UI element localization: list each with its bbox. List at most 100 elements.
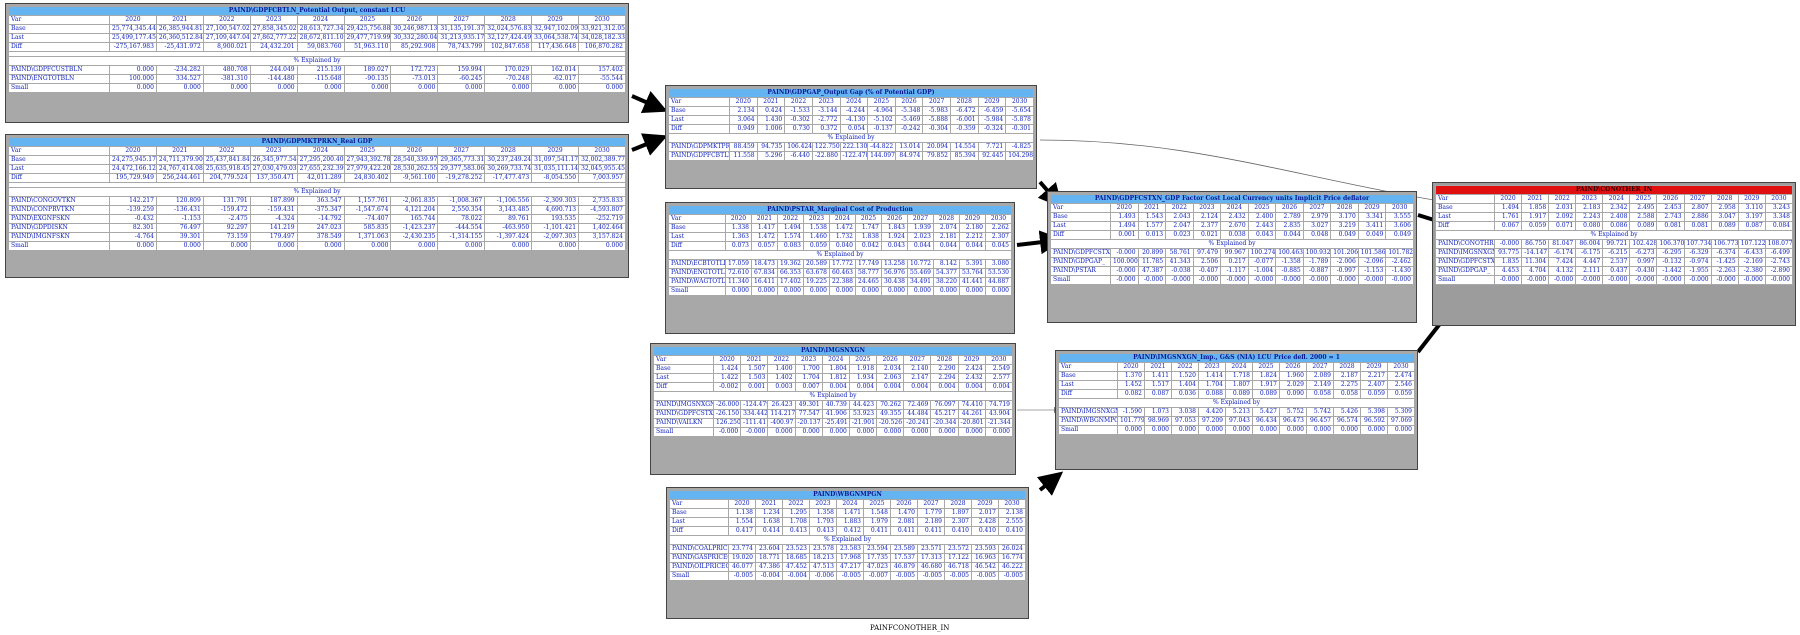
cell-value: 1.517 [1145,381,1171,389]
cell-value: 0.040 [830,242,855,250]
cell-value: 25,635,918.455 [203,165,250,173]
cell-value: 85.394 [951,152,978,160]
cell-value: 195,729.949 [110,174,156,182]
cell-value: -73.013 [391,75,438,83]
cell-value: 1.812 [822,374,849,382]
cell-value: 98.969 [1145,417,1171,425]
year-header: 2021 [757,98,785,106]
table-imgsnxgn-price-deflator: PAIND\IMGSNXGN_Imp., G&S (NIA) LCU Price… [1055,350,1418,470]
cell-value: 0.000 [958,428,985,436]
explained-row: % Explained by [9,188,625,196]
cell-value: 2.307 [986,233,1011,241]
cell-value: 2.432 [958,374,985,382]
cell-value: 29,477,719.992 [344,34,391,42]
cell-value: -0.301 [1006,125,1033,133]
cell-value: -0.000 [1111,249,1138,257]
cell-value: -0.000 [1221,276,1248,284]
year-header: 2020 [110,147,156,155]
cell-value: 2.089 [1307,372,1333,380]
cell-value: 2.588 [1630,213,1657,221]
year-header: 2021 [756,500,782,508]
cell-value: 96.457 [1307,417,1333,425]
variable-label: PAIND\CONPRVTKN [9,206,109,214]
cell-value: -0.407 [1193,267,1221,275]
cell-value: 32,045,955.452 [579,165,625,173]
year-header: 2024 [822,356,849,364]
cell-value: 114.217 [768,410,795,418]
year-header: 2028 [931,356,958,364]
cell-value: -1,547.674 [344,206,391,214]
cell-value: 5.398 [1361,408,1387,416]
cell-value: -5.348 [895,107,923,115]
cell-value: -0.004 [783,572,809,580]
cell-value: -4.764 [110,233,156,241]
row-label: Last [9,34,109,42]
cell-value: 5.742 [1307,408,1333,416]
cell-value: 19.362 [778,260,803,268]
cell-value: 86.004 [1576,240,1603,248]
explained-variable-row: PAIND\EXGNFSKN-0.432-1.153-2.475-4.324-1… [9,215,625,223]
cell-value: 2.047 [1166,222,1193,230]
cell-value: 17.313 [918,554,944,562]
cell-value: 100.932 [1303,249,1331,257]
table-title: PAIND\CONOTHER_IN [1436,186,1792,194]
cell-value: 2.031 [1549,204,1576,212]
cell-value: 4,690.713 [532,206,579,214]
cell-value: 2.290 [931,365,958,373]
cell-value: 0.036 [1172,390,1198,398]
header-var-label: Var [1436,195,1494,203]
cell-value: 0.071 [1549,222,1576,230]
cell-value: -1.425 [1711,258,1738,266]
cell-value: -5.984 [978,116,1006,124]
arrow-wbgnmpgn-to-imgsnxgn2 [1036,471,1064,496]
header-var-label: Var [669,98,729,106]
cell-value: 0.081 [1657,222,1684,230]
cell-value: 19.225 [804,278,829,286]
cell-value: 141.219 [250,224,297,232]
cell-value: 101.586 [1358,249,1386,257]
cell-value: -0.000 [1630,276,1657,284]
year-header: 2027 [438,147,485,155]
explained-variable-row: Small-0.005-0.004-0.004-0.006-0.005-0.00… [670,572,1025,580]
cell-value: 4.420 [1199,408,1225,416]
cell-value: 0.049 [1358,231,1386,239]
cell-value: 30,269,733.747 [485,165,532,173]
cell-value: -26.000 [714,401,741,409]
cell-value: -1,106.556 [485,197,532,205]
cell-value: 17.402 [778,278,803,286]
cell-value: 1.338 [726,224,751,232]
cell-value: -0.000 [1111,267,1138,275]
cell-value: 22.388 [830,278,855,286]
spacer-row [9,183,625,187]
cell-value: 1.979 [864,518,890,526]
cell-value: -20.344 [931,419,958,427]
cell-value: 5.391 [960,260,985,268]
cell-value: -136.431 [156,206,203,214]
cell-value: 585.835 [344,224,391,232]
explained-variable-row: PAIND\OILPRICEGN46.07747.38647.45247.513… [670,563,1025,571]
cell-value: 5.752 [1280,408,1306,416]
cell-value: 0.000 [203,84,250,92]
cell-value: 31,135,191.371 [438,25,485,33]
cell-value: 2.092 [1549,213,1576,221]
cell-value: 0.000 [579,242,625,250]
cell-value: -463.950 [485,224,532,232]
cell-value: 23.589 [891,545,917,553]
cell-value: 1.638 [756,518,782,526]
cell-value: 0.042 [856,242,881,250]
cell-value: 41.441 [960,278,985,286]
cell-value: 85,292.908 [391,43,438,51]
cell-value: 0.000 [856,287,881,295]
cell-value: 34,028,182.334 [579,34,625,42]
cell-value: 19.020 [729,554,755,562]
